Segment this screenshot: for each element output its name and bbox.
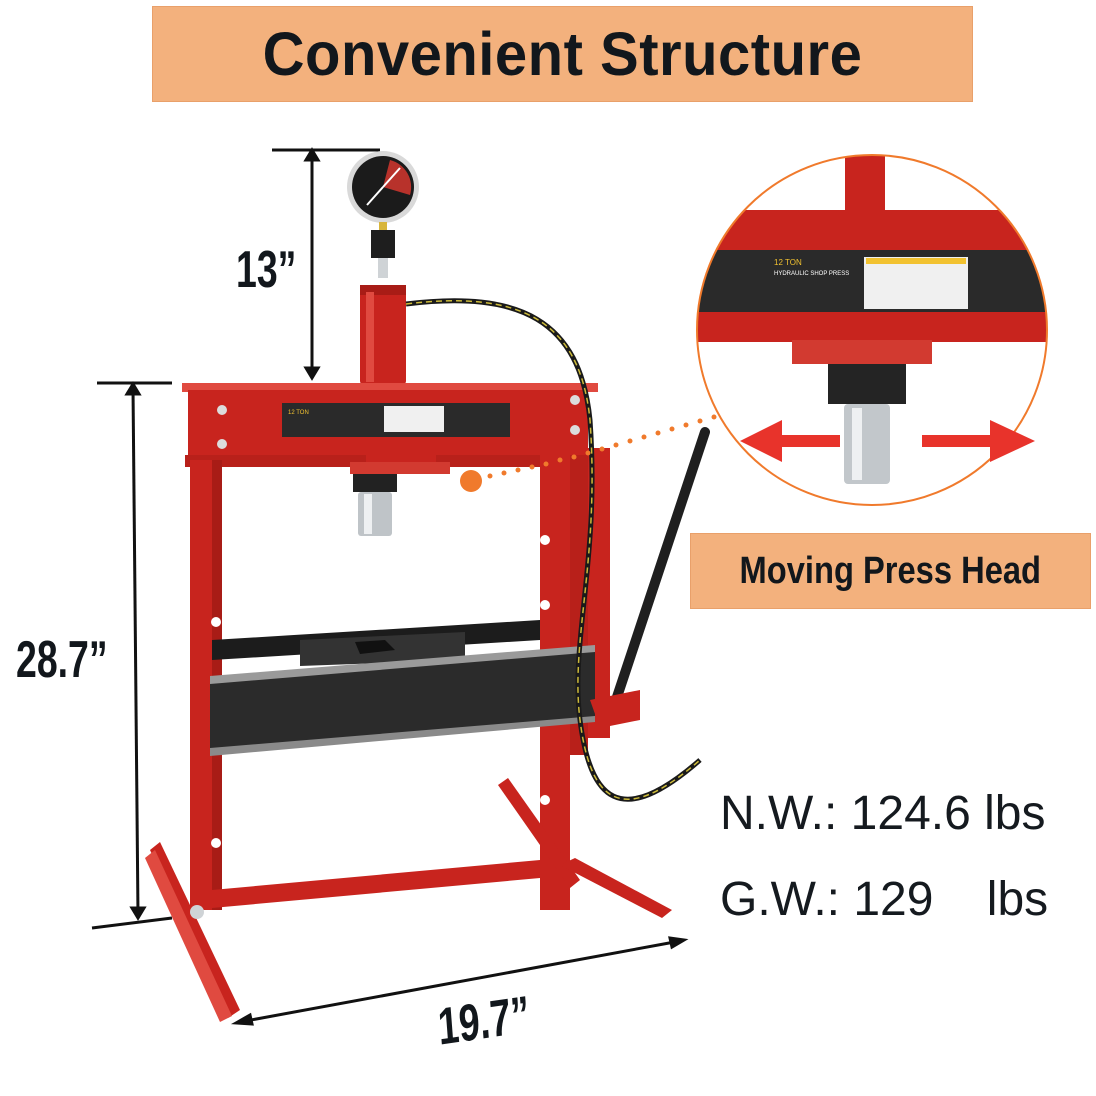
callout-label: Moving Press Head	[739, 549, 1042, 592]
net-weight-value: 124.6 lbs	[850, 787, 1046, 840]
move-arrows-icon	[740, 420, 1035, 462]
plate-text: 12 TON	[288, 410, 309, 416]
dimension-line-width	[230, 936, 689, 1026]
press-bed	[210, 620, 595, 756]
dimension-line-top	[272, 147, 380, 381]
net-weight-label: N.W.:	[720, 787, 838, 840]
callout-connector	[460, 414, 717, 492]
hydraulic-cylinder	[360, 285, 406, 385]
dimension-frame-height: 28.7”	[16, 631, 108, 689]
detail-plate-subtitle: HYDRAULIC SHOP PRESS	[774, 271, 849, 277]
title-banner: Convenient Structure	[152, 6, 973, 102]
dimension-top-height: 13”	[236, 241, 297, 299]
pump-handle	[590, 427, 710, 728]
detail-plate-title: 12 TON	[774, 258, 802, 267]
press-head-detail-zoom: 12 TON HYDRAULIC SHOP PRESS	[697, 155, 1047, 505]
pressure-gauge-icon	[347, 151, 419, 278]
dimension-line-height	[91, 381, 173, 930]
press-head	[350, 450, 450, 536]
press-base	[145, 778, 672, 1022]
gross-weight-spec: G.W.: 129 lbs	[720, 872, 1048, 927]
gross-weight-label: G.W.:	[720, 873, 840, 926]
net-weight-spec: N.W.: 124.6 lbs	[720, 786, 1045, 841]
page-title: Convenient Structure	[262, 19, 863, 89]
callout-label-banner: Moving Press Head	[690, 533, 1091, 609]
detail-circle-border	[696, 154, 1048, 506]
gross-weight-value: 129 lbs	[853, 873, 1049, 926]
